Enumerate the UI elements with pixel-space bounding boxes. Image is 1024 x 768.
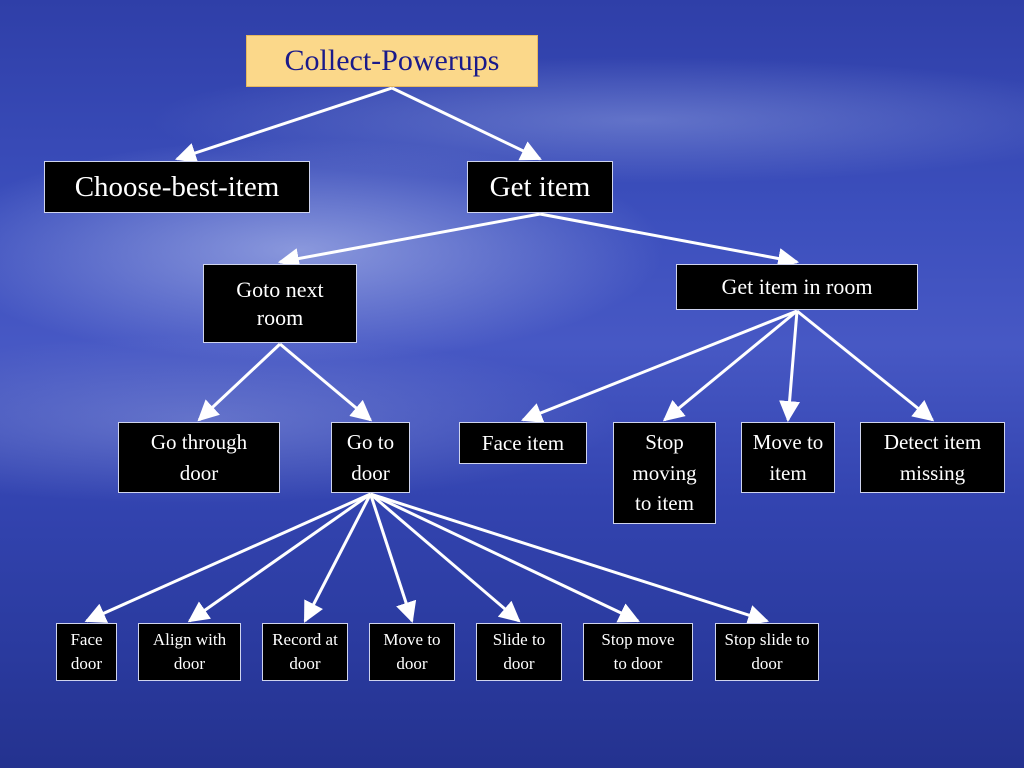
node-label: Get item in room: [721, 274, 873, 300]
node-move-to-item: Move to item: [741, 422, 835, 493]
node-label: Get item: [489, 170, 591, 203]
edge-goto_next_room-to-go_through_door: [197, 342, 282, 422]
node-slide-to-door: Slide to door: [476, 623, 562, 681]
node-go-through-door: Go through door: [118, 422, 280, 493]
node-label: Align with door: [152, 630, 227, 673]
node-label: Stop slide to door: [724, 630, 810, 673]
node-label: Goto next room: [236, 277, 324, 330]
node-label: Detect item missing: [883, 430, 982, 485]
node-stop-slide-to-door: Stop slide to door: [715, 623, 819, 681]
edge-get_item-to-goto_next_room: [277, 212, 541, 269]
node-label: Move to item: [752, 430, 824, 485]
edge-go_to_door-to-stop_move_to_door: [369, 492, 640, 623]
node-label: Stop move to door: [601, 630, 675, 673]
edge-get_item_in_room-to-face_item: [521, 309, 798, 423]
edge-go_to_door-to-stop_slide_to_door: [370, 492, 769, 626]
edge-go_to_door-to-move_to_door: [369, 493, 417, 623]
node-label: Stop moving to item: [632, 430, 697, 516]
edge-goto_next_room-to-go_to_door: [279, 342, 373, 422]
edge-collect_powerups-to-choose_best_item: [175, 86, 393, 164]
edge-go_to_door-to-face_door: [84, 492, 372, 623]
node-goto-next-room: Goto next room: [203, 264, 357, 343]
edge-collect_powerups-to-get_item: [391, 86, 542, 161]
edge-go_to_door-to-slide_to_door: [369, 492, 521, 623]
edge-get_item_in_room-to-detect_item_missing: [796, 309, 935, 422]
node-move-to-door: Move to door: [369, 623, 455, 681]
node-collect-powerups: Collect-Powerups: [246, 35, 538, 87]
node-get-item-in-room: Get item in room: [676, 264, 918, 310]
node-label: Collect-Powerups: [284, 44, 500, 78]
edge-go_to_door-to-record_at_door: [303, 493, 372, 623]
node-label: Go through door: [150, 430, 248, 485]
node-stop-moving-to-item: Stop moving to item: [613, 422, 716, 524]
node-go-to-door: Go to door: [331, 422, 410, 493]
node-label: Move to door: [383, 630, 441, 673]
node-label: Slide to door: [492, 630, 546, 673]
edge-get_item_in_room-to-move_to_item: [779, 310, 801, 423]
edge-go_to_door-to-align_with_door: [187, 492, 372, 623]
node-record-at-door: Record at door: [262, 623, 348, 681]
node-label: Face door: [70, 630, 103, 673]
node-stop-move-to-door: Stop move to door: [583, 623, 693, 681]
edge-get_item_in_room-to-stop_moving_to_item: [662, 309, 798, 422]
node-detect-item-missing: Detect item missing: [860, 422, 1005, 493]
node-label: Go to door: [346, 430, 395, 485]
node-face-door: Face door: [56, 623, 117, 681]
node-face-item: Face item: [459, 422, 587, 464]
node-label: Face item: [481, 430, 565, 455]
node-get-item: Get item: [467, 161, 613, 213]
node-choose-best-item: Choose-best-item: [44, 161, 310, 213]
node-label: Choose-best-item: [74, 170, 280, 203]
node-label: Record at door: [272, 630, 338, 673]
node-align-with-door: Align with door: [138, 623, 241, 681]
edge-get_item-to-get_item_in_room: [539, 212, 800, 269]
